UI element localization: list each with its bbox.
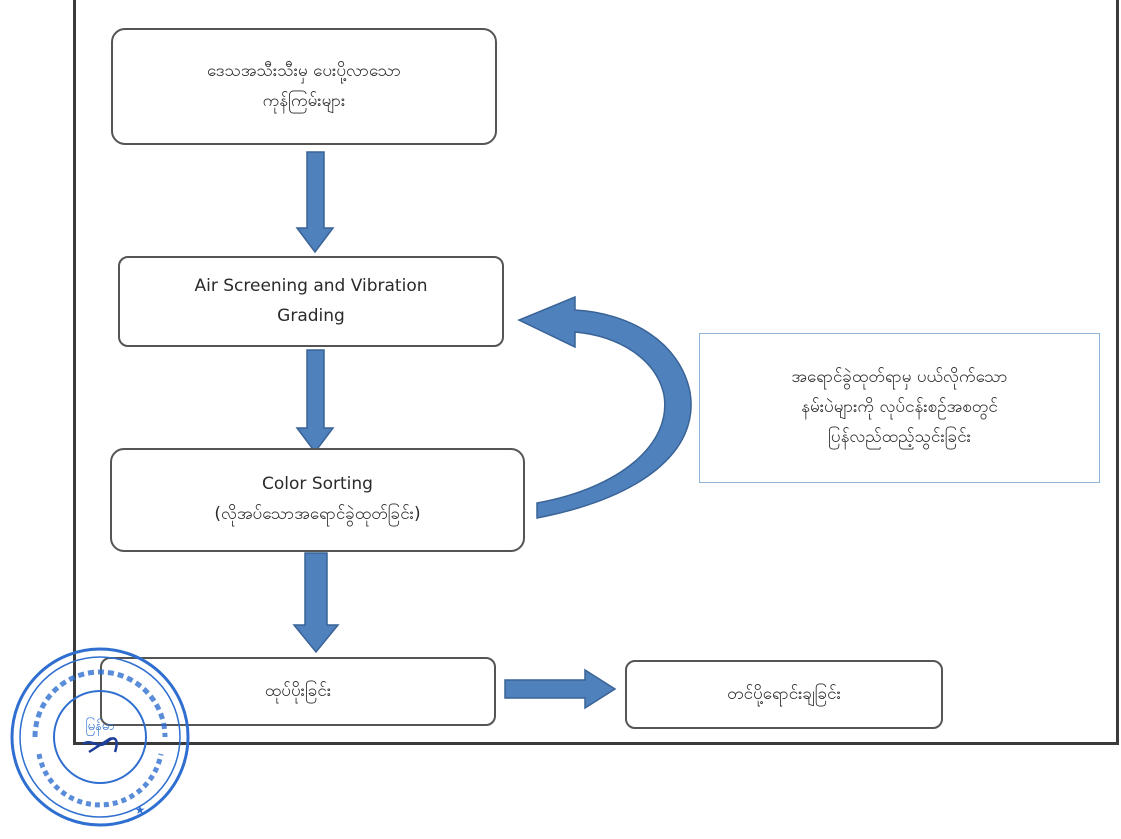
node-air-screening-line2: Grading — [277, 305, 345, 326]
node-color-sorting: Color Sorting (လိုအပ်သောအရောင်ခွဲထုတ်ခြင… — [110, 448, 525, 552]
node-raw-materials-line1: ဒေသအသီးသီးမှ ပေးပို့လာသော — [207, 60, 401, 81]
feedback-note-line2: နမ်းပဲများကို လုပ်ငန်းစဉ်အစတွင် — [801, 397, 998, 418]
node-air-screening: Air Screening and Vibration Grading — [118, 256, 504, 347]
arrow-right — [504, 668, 617, 710]
node-packing-label: ထုပ်ပိုးခြင်း — [264, 680, 332, 701]
company-seal-stamp: မြန်မာ ★ — [10, 647, 190, 827]
svg-text:မြန်မာ: မြန်မာ — [85, 717, 114, 736]
node-export: တင်ပို့ရောင်းချခြင်း — [625, 660, 943, 729]
node-air-screening-line1: Air Screening and Vibration — [194, 275, 428, 296]
feedback-note-line3: ပြန်လည်ထည့်သွင်းခြင်း — [828, 426, 971, 447]
node-raw-materials-line2: ကုန်ကြမ်းများ — [262, 90, 346, 111]
node-color-sorting-line1: Color Sorting — [262, 474, 373, 495]
feedback-arrow — [517, 295, 692, 519]
node-export-label: တင်ပို့ရောင်းချခြင်း — [727, 683, 841, 704]
feedback-note: အရောင်ခွဲထုတ်ရာမှ ပယ်လိုက်သော နမ်းပဲများ… — [699, 333, 1100, 483]
arrow-down-1 — [295, 151, 335, 254]
node-color-sorting-line2: (လိုအပ်သောအရောင်ခွဲထုတ်ခြင်း) — [214, 504, 421, 524]
arrow-down-3 — [292, 552, 340, 654]
diagram-frame — [73, 0, 1119, 745]
feedback-note-line1: အရောင်ခွဲထုတ်ရာမှ ပယ်လိုက်သော — [791, 367, 1008, 388]
node-raw-materials: ဒေသအသီးသီးမှ ပေးပို့လာသော ကုန်ကြမ်းများ — [111, 28, 497, 145]
arrow-down-2 — [295, 349, 335, 454]
svg-text:★: ★ — [135, 803, 146, 817]
